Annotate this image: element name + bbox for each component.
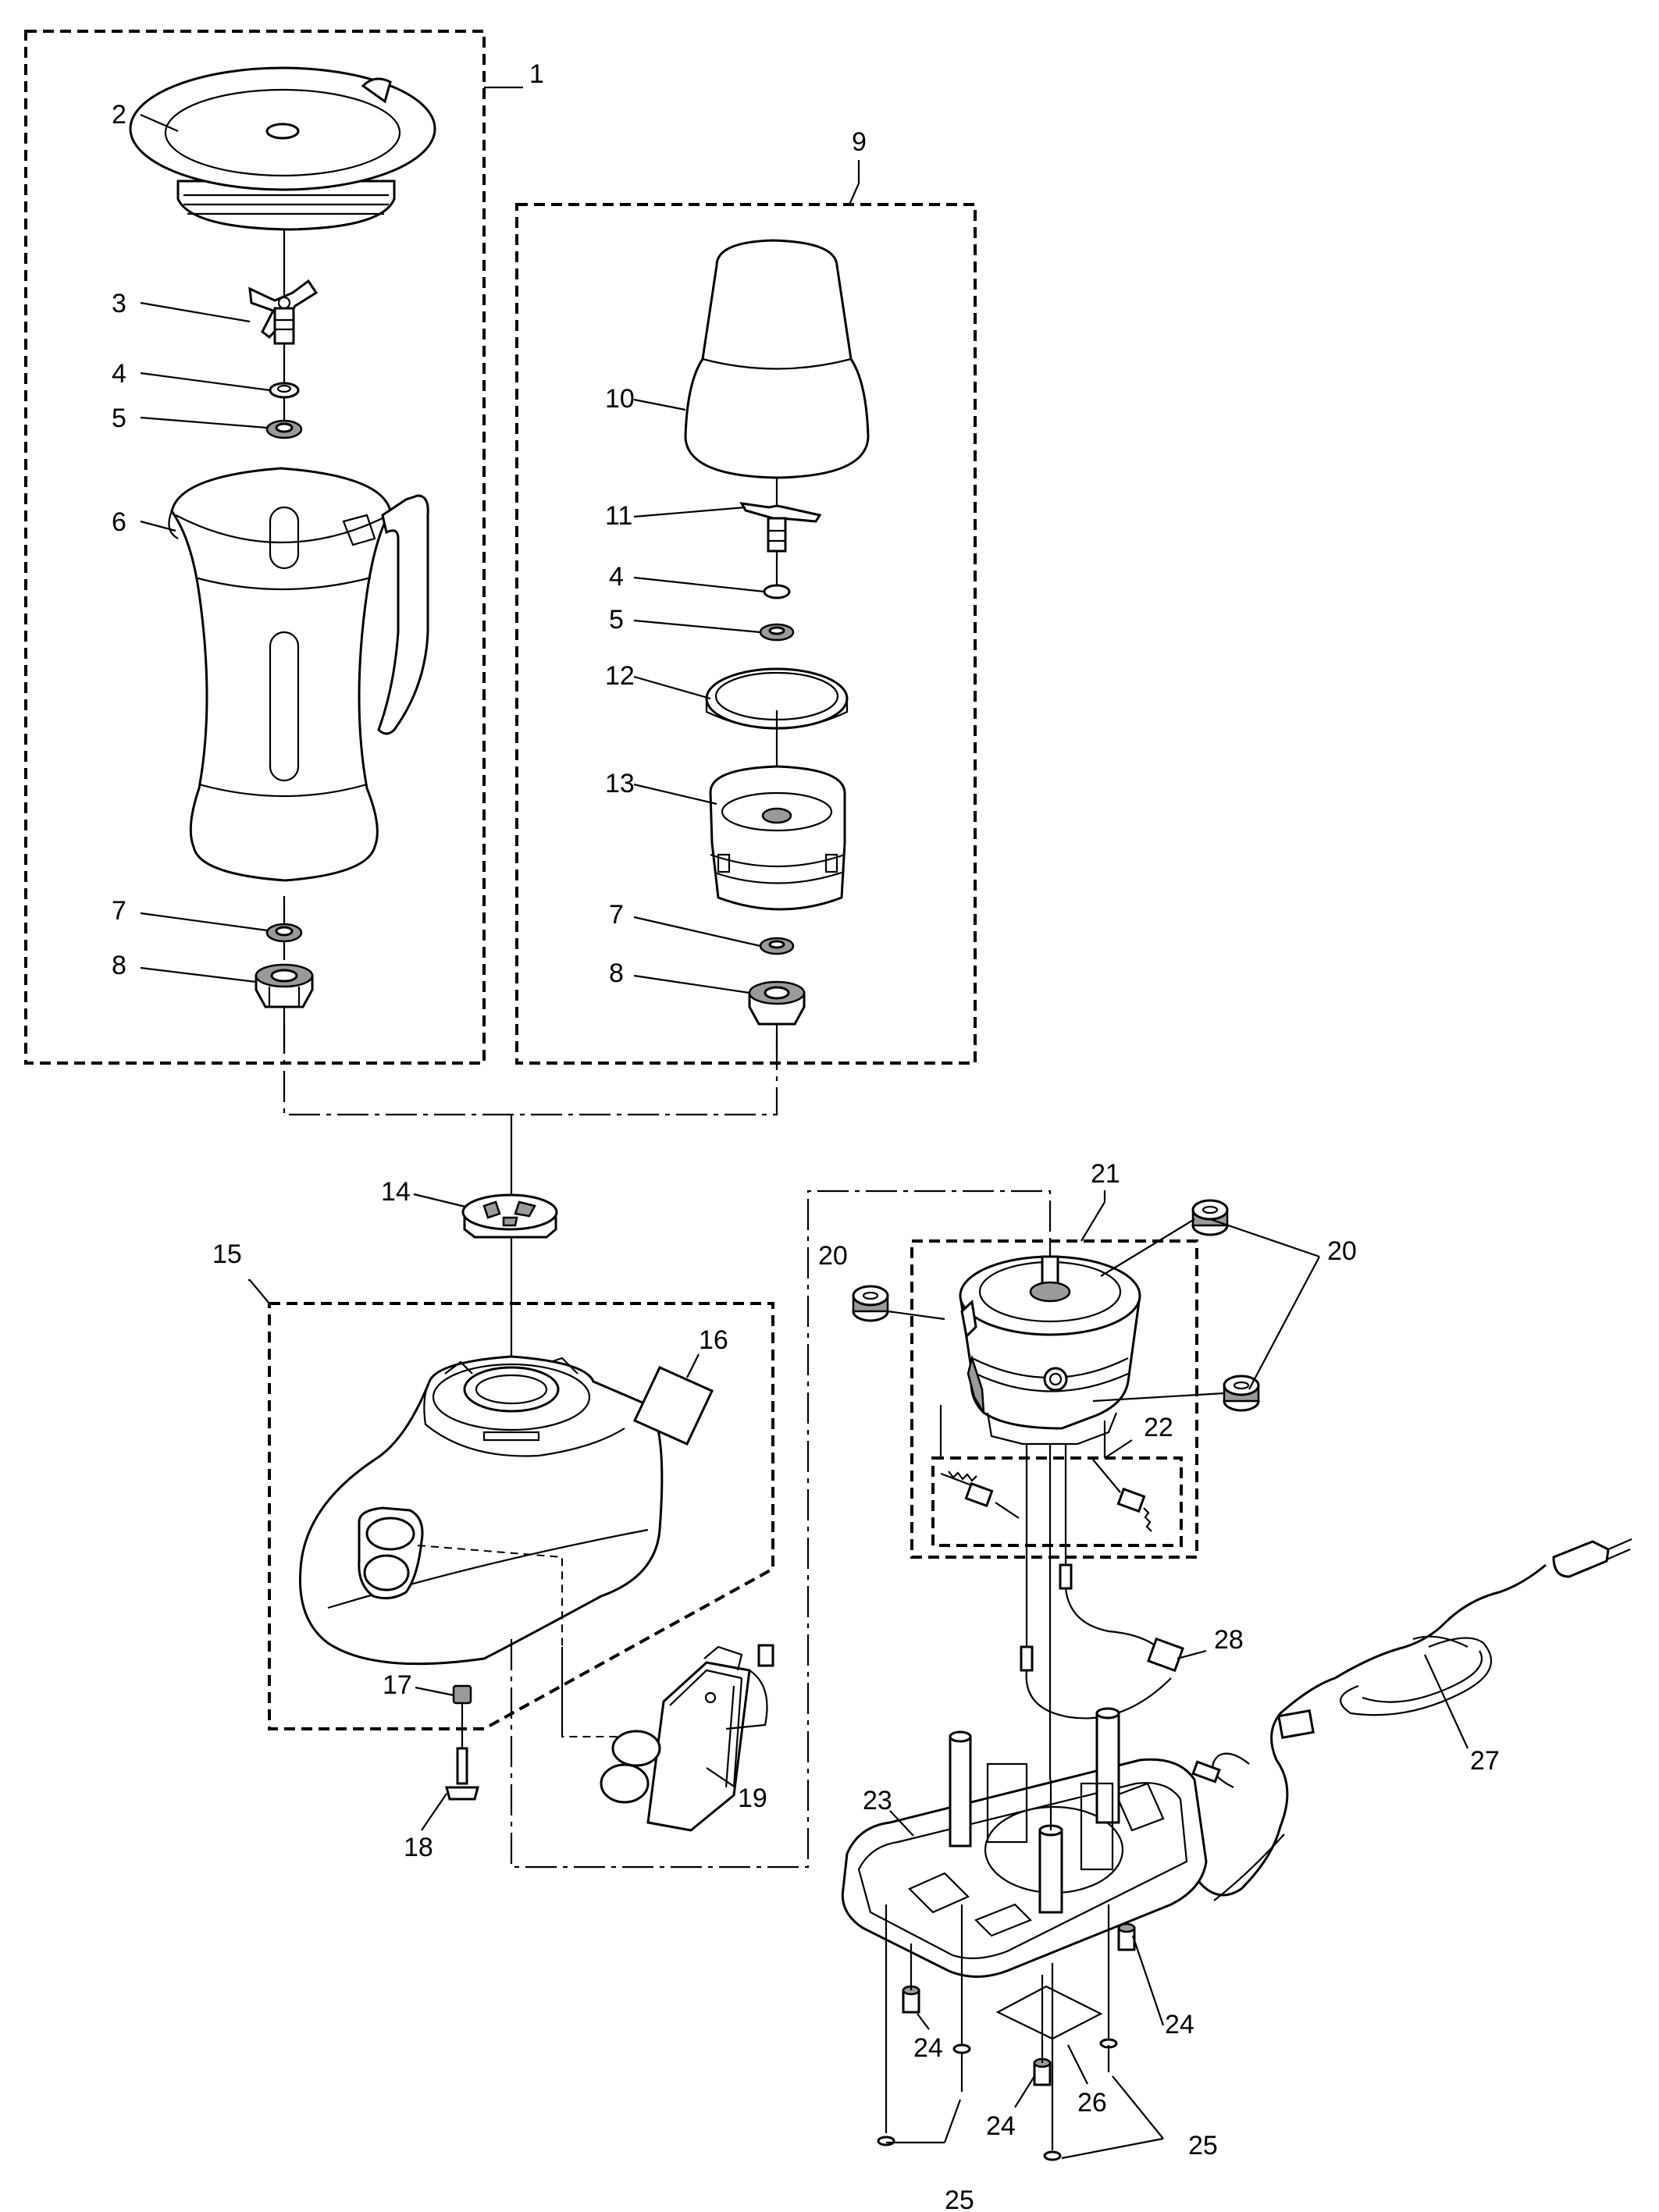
screw-part [1099,1904,1118,2072]
bottom-label-part [995,1985,1103,2040]
screw-part [1043,1963,1062,2161]
callout-27: 27 [1470,1746,1500,1776]
gasket-hole [275,422,294,433]
vibration-mount-part [1223,1374,1260,1412]
motor-body-housing-part [298,1355,664,1666]
callout-17: 17 [383,1670,412,1700]
vibration-mount-part [1191,1199,1229,1236]
callout-9: 9 [852,127,867,157]
power-cord-part [1191,1538,1632,1901]
base-plate-part [841,1707,1208,1978]
mount-indicator-line [1100,1218,1195,1277]
callout-25: 25 [945,2185,974,2212]
callout-24: 24 [1165,2010,1194,2040]
mill-base-part [709,765,846,911]
mill-blade-part [739,502,822,553]
callout-7: 7 [112,896,126,926]
callout-21: 21 [1091,1159,1120,1189]
callout-13: 13 [605,769,635,798]
callout-6: 6 [112,507,126,537]
callout-4: 4 [609,562,624,592]
callout-24: 24 [986,2111,1016,2141]
group-9-mill-assembly-box [515,160,977,1065]
mount-indicator-line [1092,1392,1225,1403]
small-ring-hole [276,384,292,393]
callout-5: 5 [112,404,126,433]
callout-20: 20 [818,1241,848,1271]
callout-4: 4 [112,359,126,389]
mill-small-ring-part [763,584,791,599]
callout-19: 19 [738,1783,767,1813]
rubber-foot-part [902,1944,920,2014]
callout-5: 5 [609,605,624,635]
callout-7: 7 [609,900,624,930]
callout-22: 22 [1144,1413,1173,1442]
callout-11: 11 [605,501,632,531]
jar-body-part [168,467,429,882]
callout-leader-lines [140,113,1469,2160]
group-1-jar-assembly-box [24,30,523,1065]
connection-chain-line [283,1022,778,1116]
switch-assembly-part [600,1644,774,1832]
callout-18: 18 [404,1833,433,1862]
carbon-brush-part [940,1471,1020,1519]
callout-26: 26 [1077,2088,1107,2118]
callout-12: 12 [605,661,635,691]
motor-connection-chain-line [510,1190,1052,1869]
group-15-body-box [248,1278,774,1730]
mill-coupler-part [748,980,806,1026]
rating-label-part [632,1366,714,1446]
group-21-motor-box [910,1190,1198,1559]
callout-28: 28 [1214,1625,1244,1655]
callout-3: 3 [112,289,126,318]
switch-wire-dashed [417,1545,625,1737]
carbon-brush-part [1092,1459,1152,1532]
group-22-brush-box [931,1456,1183,1547]
jar-lid-part [129,66,436,231]
rubber-foot-part [1117,1922,1136,1951]
callout-16: 16 [699,1325,728,1355]
foot-pin-part [445,1729,479,1801]
callout-15: 15 [212,1239,242,1269]
jar-blade-part [248,279,319,345]
callout-2: 2 [112,100,126,130]
foot-cap-part [452,1684,472,1729]
screw-part [952,1904,971,2092]
vibration-mount-part [852,1285,889,1322]
callout-23: 23 [863,1786,892,1815]
callout-1: 1 [529,59,544,89]
internal-wire-part [1020,1444,1184,1780]
callout-8: 8 [112,951,126,980]
callout-20: 20 [1327,1236,1357,1266]
motor-unit-part [959,1241,1141,1446]
callout-24: 24 [913,2033,943,2063]
mill-lower-gasket-hole [768,940,785,949]
mill-cup-part [684,239,870,479]
drive-coupler-part [461,1193,558,1239]
callout-25: 25 [1188,2131,1218,2160]
lower-gasket-hole [275,926,294,937]
callout-10: 10 [605,384,635,414]
mill-gasket-hole [768,626,785,635]
callout-8: 8 [609,958,624,988]
mount-indicator-line [887,1310,945,1321]
callout-14: 14 [381,1177,411,1207]
jar-coupler-part [255,963,314,1008]
